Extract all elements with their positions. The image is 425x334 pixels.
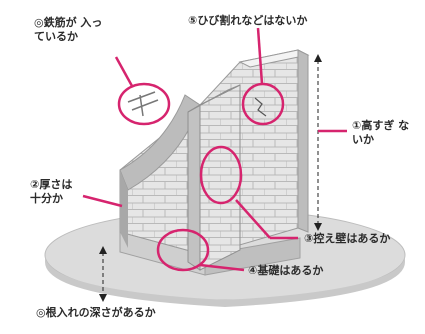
foundation-leader bbox=[199, 263, 245, 272]
height-arrow-bottom bbox=[314, 223, 322, 231]
rebar-leader bbox=[114, 56, 134, 87]
crack-leader bbox=[256, 27, 264, 85]
crack-sketch bbox=[254, 97, 267, 117]
foundation-highlight bbox=[156, 228, 210, 272]
buttress-side bbox=[187, 104, 201, 271]
label-rebar: ◎鉄筋が 入っているか bbox=[34, 16, 103, 43]
buttress-top bbox=[187, 84, 241, 113]
buttress-highlight bbox=[199, 145, 243, 205]
crack-highlight bbox=[241, 82, 285, 126]
label-height: ①高すぎ ないか bbox=[352, 119, 410, 146]
buttress-leader bbox=[235, 199, 271, 239]
label-thickness: ②厚さは 十分か bbox=[30, 178, 73, 205]
embed-arrow-bottom bbox=[99, 294, 107, 302]
label-buttress: ③控え壁はあるか bbox=[304, 232, 391, 245]
rebar-sketch bbox=[127, 91, 159, 117]
wall-cut-face bbox=[120, 170, 128, 248]
label-foundation: ④基礎はあるか bbox=[248, 264, 324, 277]
height-arrow-top bbox=[314, 54, 322, 62]
rebar-highlight bbox=[117, 82, 171, 126]
wall-right-side bbox=[297, 49, 309, 233]
ground-slab-edge bbox=[45, 255, 405, 307]
label-embed: ◎根入れの深さがあるか bbox=[36, 306, 156, 319]
thickness-leader bbox=[82, 194, 123, 208]
foundation-top bbox=[204, 237, 301, 276]
label-crack: ⑤ひび割れなどはないか bbox=[188, 14, 308, 27]
embed-arrow-top bbox=[99, 246, 107, 254]
